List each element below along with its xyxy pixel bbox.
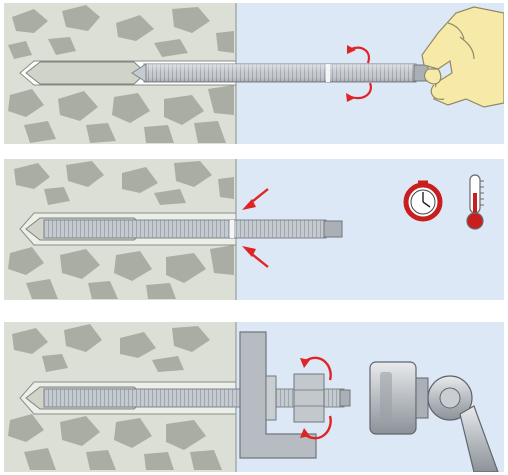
step-1-insert-rod bbox=[4, 3, 504, 144]
washer bbox=[265, 375, 277, 421]
concrete-aggregate bbox=[8, 324, 222, 470]
angle-bracket bbox=[239, 331, 317, 459]
thermometer-icon bbox=[466, 174, 484, 230]
step-3-tighten bbox=[4, 322, 504, 472]
step-2-curing bbox=[4, 159, 504, 300]
step-1-illustration bbox=[4, 3, 504, 144]
hex-nut bbox=[293, 373, 325, 423]
rod-chisel-tip bbox=[25, 61, 147, 85]
step-2-illustration bbox=[4, 159, 504, 300]
pressure-arrow bbox=[242, 188, 269, 210]
pressure-arrow bbox=[242, 246, 269, 268]
concrete-aggregate bbox=[8, 161, 234, 299]
gloved-hand bbox=[421, 6, 504, 108]
depth-marking bbox=[326, 64, 330, 82]
depth-marking bbox=[230, 220, 234, 238]
curing-time-icon bbox=[403, 180, 443, 222]
step-3-illustration bbox=[4, 322, 504, 472]
socket-wrench bbox=[369, 361, 499, 472]
concrete-aggregate bbox=[8, 5, 234, 143]
threaded-rod bbox=[43, 219, 327, 239]
